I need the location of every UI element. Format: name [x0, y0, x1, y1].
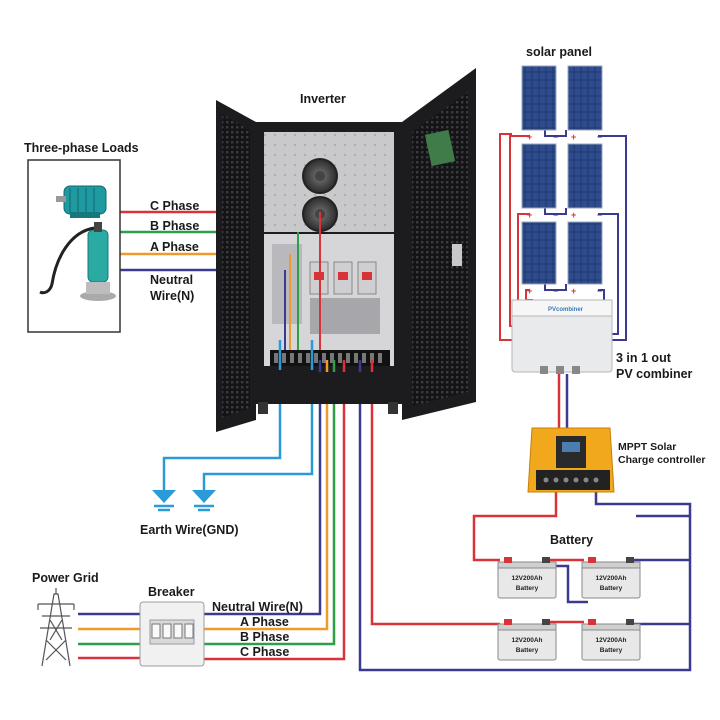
grid-neutral-run	[204, 370, 322, 616]
battery-icon: 12V200Ah Battery	[581, 557, 641, 599]
motor-icon	[56, 185, 107, 218]
svg-text:−: −	[553, 132, 558, 142]
svg-text:−: −	[597, 210, 602, 220]
solar-panel-icon	[521, 221, 603, 285]
inverter-cabinet	[216, 68, 476, 432]
power-grid-label: Power Grid	[32, 571, 99, 585]
tower-icon	[37, 588, 75, 667]
cabinet-internal-wires	[278, 212, 374, 372]
breaker-icon	[139, 601, 205, 667]
solar-panel-label: solar panel	[526, 45, 592, 59]
earth-wire-label: Earth Wire(GND)	[140, 523, 239, 537]
grid-b-run	[204, 370, 336, 646]
grid-a-run	[204, 370, 329, 631]
grid-b-phase-label: B Phase	[240, 630, 289, 644]
svg-text:+: +	[527, 210, 532, 220]
grid-wires	[78, 370, 346, 661]
battery-label: 12V200Ah	[511, 637, 542, 644]
battery-label: Battery	[600, 585, 623, 592]
neutral-label: Neutral	[150, 273, 193, 287]
breaker-label: Breaker	[148, 585, 195, 599]
battery-label: 12V200Ah	[511, 575, 542, 582]
three-phase-loads-label: Three-phase Loads	[24, 141, 139, 155]
svg-text:+: +	[527, 132, 532, 142]
a-phase-label: A Phase	[150, 240, 199, 254]
ground-icon	[192, 490, 216, 512]
solar-array: + − + − + − + − + − + −	[521, 65, 603, 296]
svg-text:+: +	[571, 132, 576, 142]
battery-label: 12V200Ah	[595, 637, 626, 644]
dc-wires	[358, 133, 692, 672]
solar-panel-icon	[521, 143, 603, 209]
inverter-label: Inverter	[300, 92, 346, 106]
mppt-controller	[527, 427, 615, 493]
battery-icon: 12V200Ah Battery	[497, 619, 557, 661]
battery-label: Battery	[516, 647, 539, 654]
b-phase-label: B Phase	[150, 219, 199, 233]
mppt-label-2: Charge controller	[618, 454, 706, 466]
svg-text:+: +	[527, 286, 532, 296]
combiner-label: 3 in 1 out	[616, 351, 672, 365]
fan-icon	[302, 158, 338, 194]
battery-label: Battery	[516, 585, 539, 592]
combiner-label-2: PV combiner	[616, 367, 693, 381]
svg-text:−: −	[553, 286, 558, 296]
grid-a-phase-label: A Phase	[240, 615, 289, 629]
mppt-label: MPPT Solar	[618, 441, 676, 453]
solar-panel-icon	[521, 65, 603, 131]
battery-label: Battery	[600, 647, 623, 654]
neutral-wire-label: Wire(N)	[150, 289, 194, 303]
svg-text:−: −	[597, 132, 602, 142]
ground-icon	[152, 490, 176, 512]
grid-c-run	[204, 370, 346, 661]
grid-neutral-label: Neutral Wire(N)	[212, 600, 303, 614]
earth-wires	[162, 370, 314, 490]
combiner-brand: PVcombiner	[548, 307, 584, 313]
svg-text:−: −	[597, 286, 602, 296]
battery-icon: 12V200Ah Battery	[581, 619, 641, 661]
pv-combiner-box: PVcombiner	[511, 299, 613, 374]
svg-text:+: +	[571, 286, 576, 296]
diagram-labels: solar panel Inverter Three-phase Loads C…	[24, 45, 706, 659]
grid-c-phase-label: C Phase	[240, 645, 289, 659]
svg-text:+: +	[571, 210, 576, 220]
three-phase-loads-box	[27, 159, 121, 333]
battery-title: Battery	[550, 533, 593, 547]
svg-text:−: −	[553, 210, 558, 220]
battery-icon: 12V200Ah Battery	[497, 557, 557, 599]
c-phase-label: C Phase	[150, 199, 199, 213]
battery-bank: 12V200Ah Battery 12V200Ah Battery 12V200…	[497, 557, 641, 661]
battery-label: 12V200Ah	[595, 575, 626, 582]
pump-icon	[39, 222, 116, 301]
